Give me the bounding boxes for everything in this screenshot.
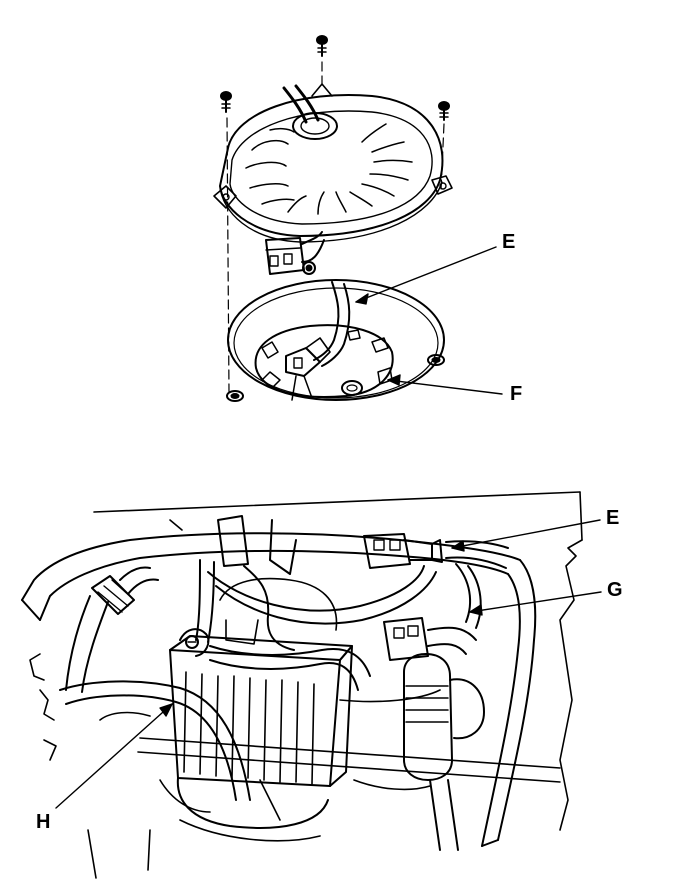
evap-hoses	[195, 515, 437, 691]
callout-e-bottom: E	[606, 507, 620, 529]
leader-g	[469, 591, 602, 616]
screw-top	[316, 35, 328, 57]
main-fuel-line	[21, 532, 537, 847]
leader-h	[55, 703, 173, 809]
cover-connector	[265, 231, 325, 275]
leader-e-top	[355, 246, 497, 305]
connector-g	[383, 563, 482, 661]
underbody-view	[21, 491, 602, 879]
screw-left	[220, 91, 232, 113]
fuel-line-connectors	[363, 533, 509, 569]
screw-right	[438, 101, 450, 121]
left-hose	[59, 566, 251, 801]
callout-e-top: E	[502, 231, 516, 253]
callout-f: F	[510, 383, 523, 405]
exploded-view	[213, 35, 503, 402]
cross-member	[99, 711, 561, 783]
fuel-tank	[159, 577, 441, 842]
floor-outline	[29, 491, 583, 879]
charcoal-canister	[169, 628, 353, 829]
leader-e-bottom	[451, 519, 601, 552]
callout-h: H	[36, 811, 51, 833]
leader-f	[387, 374, 503, 395]
filler-neck	[403, 653, 485, 851]
callout-g: G	[607, 579, 623, 601]
access-opening	[226, 279, 445, 402]
access-cover	[213, 83, 453, 243]
